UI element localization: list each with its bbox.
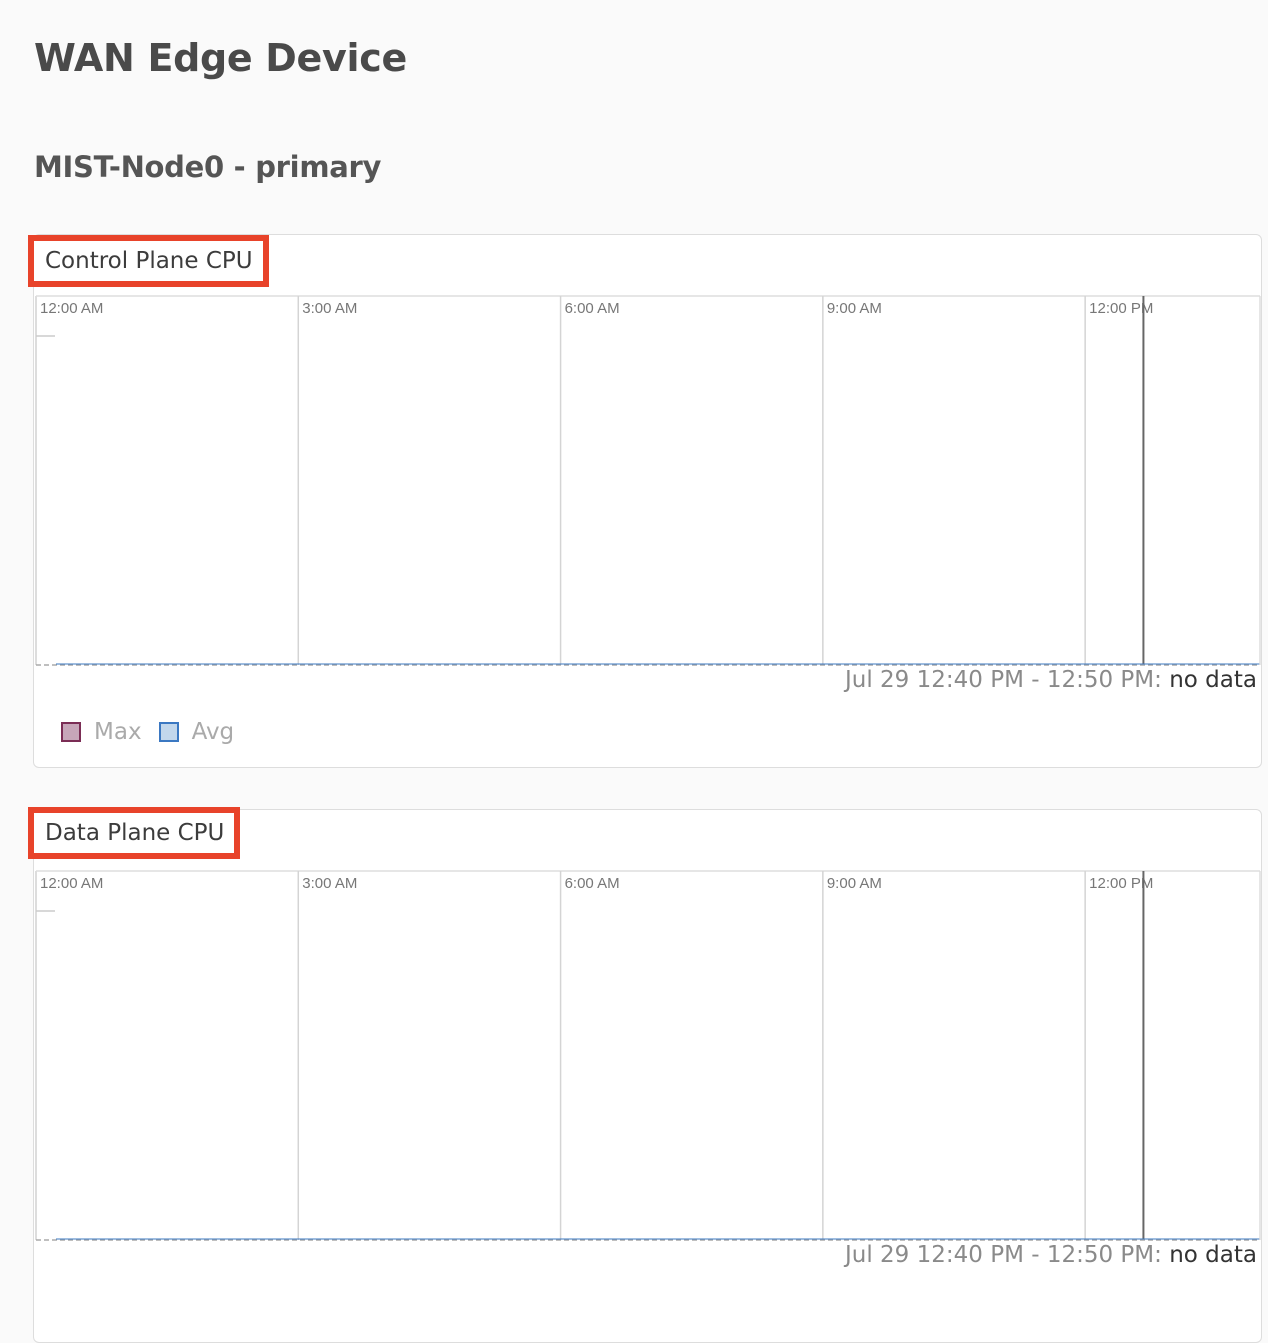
x-tick-label: 12:00 PM [1089,300,1153,317]
chart-title: Data Plane CPU [28,807,241,859]
legend-label: Max [94,719,142,745]
x-tick-label: 3:00 AM [302,300,357,317]
x-tick-label: 6:00 AM [565,875,620,892]
legend-label: Avg [191,719,235,745]
data-plane-cpu-card: Data Plane CPU 12:00 AM 3:00 AM 6:00 AM 9:0… [28,807,1262,1343]
chart-title: Control Plane CPU [28,235,269,287]
x-tick-label: 12:00 AM [40,300,103,317]
page-title: WAN Edge Device [34,36,407,80]
control-plane-cpu-card: Control Plane CPU 12:00 AM 3:00 AM 6:00 AM… [28,234,1262,768]
legend-item-max[interactable]: Max [61,719,142,745]
x-tick-label: 9:00 AM [827,300,882,317]
x-tick-label: 6:00 AM [565,300,620,317]
x-tick-label: 12:00 AM [40,875,103,892]
avg-swatch-icon [158,722,179,742]
control-plane-cpu-chart[interactable]: 12:00 AM 3:00 AM 6:00 AM 9:00 AM 12:00 PM [34,295,1261,667]
hover-readout: Jul 29 12:40 PM - 12:50 PM: no data [845,667,1257,693]
hover-value: no data [1169,1242,1257,1268]
x-tick-label: 12:00 PM [1089,875,1153,892]
data-plane-cpu-chart[interactable]: 12:00 AM 3:00 AM 6:00 AM 9:00 AM 12:00 PM [34,870,1261,1242]
hover-range: Jul 29 12:40 PM - 12:50 PM: [844,1242,1162,1268]
legend-item-avg[interactable]: Avg [158,719,235,745]
device-node-title: MIST-Node0 - primary [34,150,382,184]
hover-range: Jul 29 12:40 PM - 12:50 PM: [844,667,1162,693]
chart-legend: Max Avg [61,719,251,745]
hover-readout: Jul 29 12:40 PM - 12:50 PM: no data [845,1242,1257,1268]
max-swatch-icon [61,722,81,742]
x-tick-label: 9:00 AM [827,875,882,892]
hover-value: no data [1169,667,1257,693]
x-tick-label: 3:00 AM [302,875,357,892]
